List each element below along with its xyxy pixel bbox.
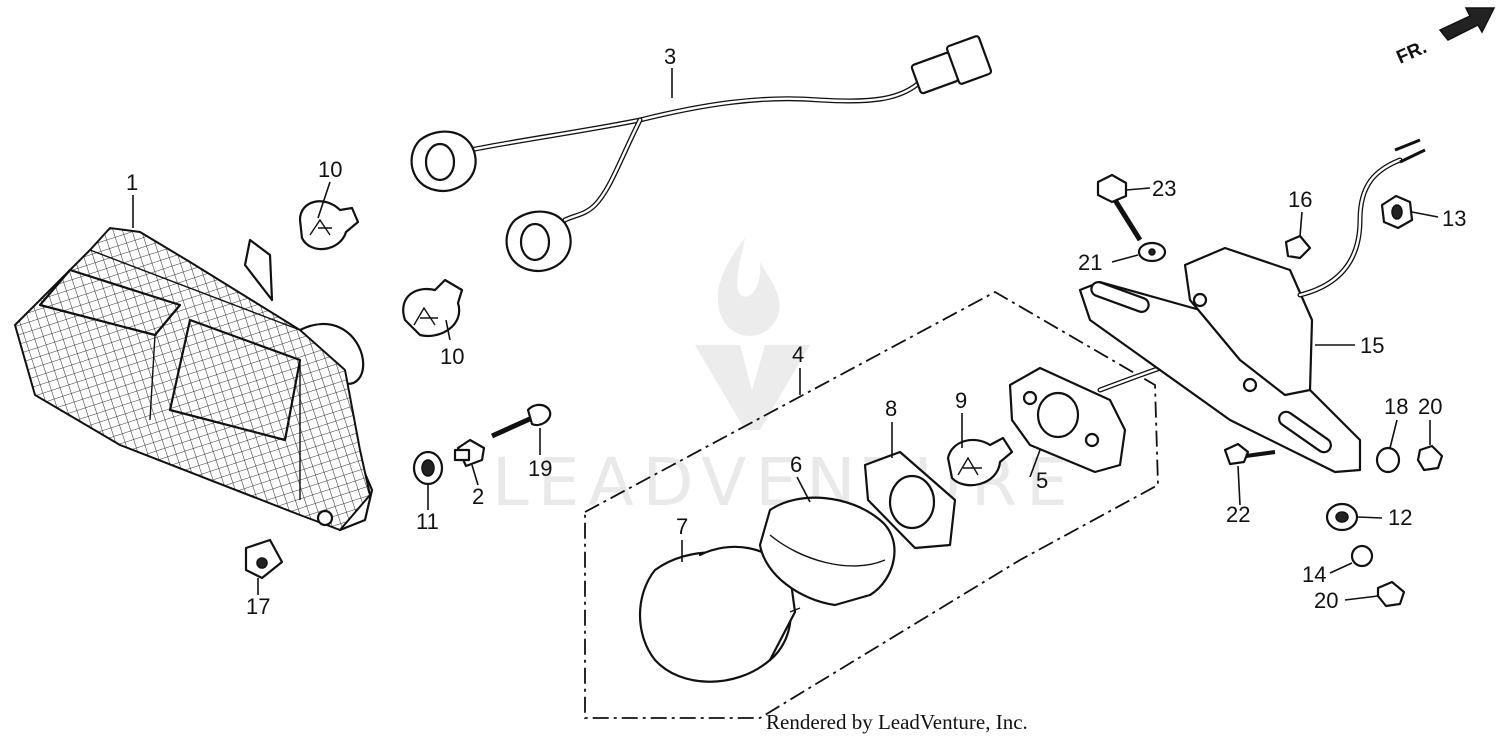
assembly-4-outline xyxy=(584,290,1159,719)
front-direction-indicator: FR. xyxy=(1393,7,1496,69)
part-9-bulb xyxy=(946,436,1014,487)
callout-6: 6 xyxy=(790,452,802,477)
part-20-nut-lower xyxy=(1376,580,1406,608)
callout-12: 12 xyxy=(1388,505,1412,530)
credit-text: Rendered by LeadVenture, Inc. xyxy=(766,710,1028,734)
callout-8: 8 xyxy=(885,396,897,421)
part-2-screw xyxy=(453,438,486,468)
part-22-screw xyxy=(1223,442,1276,466)
callout-3: 3 xyxy=(664,44,676,69)
part-19-bolt xyxy=(490,403,552,439)
callout-20-upper: 20 xyxy=(1418,394,1442,419)
callout-14: 14 xyxy=(1302,562,1326,587)
part-11-grommet xyxy=(412,450,444,486)
part-6-reflector xyxy=(758,496,896,607)
callout-2: 2 xyxy=(472,484,484,509)
front-arrow-icon xyxy=(1438,7,1496,41)
part-1-tail-light-lens xyxy=(13,226,374,532)
callout-labels: 1 2 3 4 5 6 7 8 9 10 10 11 12 13 14 15 1… xyxy=(126,44,1466,619)
part-16-nut xyxy=(1284,234,1312,260)
part-17-clip-nut xyxy=(244,538,284,580)
front-direction-label: FR. xyxy=(1393,37,1430,69)
callout-22: 22 xyxy=(1226,502,1250,527)
part-18-washer xyxy=(1375,446,1401,474)
part-8-gasket xyxy=(863,450,957,550)
callout-7: 7 xyxy=(676,514,688,539)
part-10-bulb-upper xyxy=(298,200,360,251)
callout-23: 23 xyxy=(1152,176,1176,201)
part-12-grommet xyxy=(1325,502,1359,532)
callout-13: 13 xyxy=(1442,206,1466,231)
watermark-v-icon xyxy=(695,345,810,430)
callout-15: 15 xyxy=(1360,333,1384,358)
part-10-bulb-lower xyxy=(402,278,464,338)
callout-21: 21 xyxy=(1078,250,1102,275)
callout-5: 5 xyxy=(1036,468,1048,493)
callout-20-lower: 20 xyxy=(1314,588,1338,613)
callout-16: 16 xyxy=(1288,187,1312,212)
callout-10-upper: 10 xyxy=(318,157,342,182)
leader-lines xyxy=(132,68,1439,601)
part-23-bolt xyxy=(1096,173,1143,242)
callout-11: 11 xyxy=(416,509,439,534)
callout-17: 17 xyxy=(246,594,270,619)
part-7-lens xyxy=(639,545,801,683)
part-13-nut xyxy=(1380,194,1414,230)
part-14-collar xyxy=(1350,544,1374,568)
callout-10-lower: 10 xyxy=(440,344,464,369)
part-21-washer xyxy=(1137,241,1167,263)
callout-1: 1 xyxy=(126,170,138,195)
callout-9: 9 xyxy=(955,388,967,413)
callout-18: 18 xyxy=(1384,394,1408,419)
part-15-bracket xyxy=(1078,138,1426,474)
part-20-nut-upper xyxy=(1416,444,1444,472)
callout-19: 19 xyxy=(528,456,552,481)
part-3-wire-harness xyxy=(410,35,993,273)
watermark-flame-icon xyxy=(717,238,780,336)
callout-4: 4 xyxy=(792,342,804,367)
